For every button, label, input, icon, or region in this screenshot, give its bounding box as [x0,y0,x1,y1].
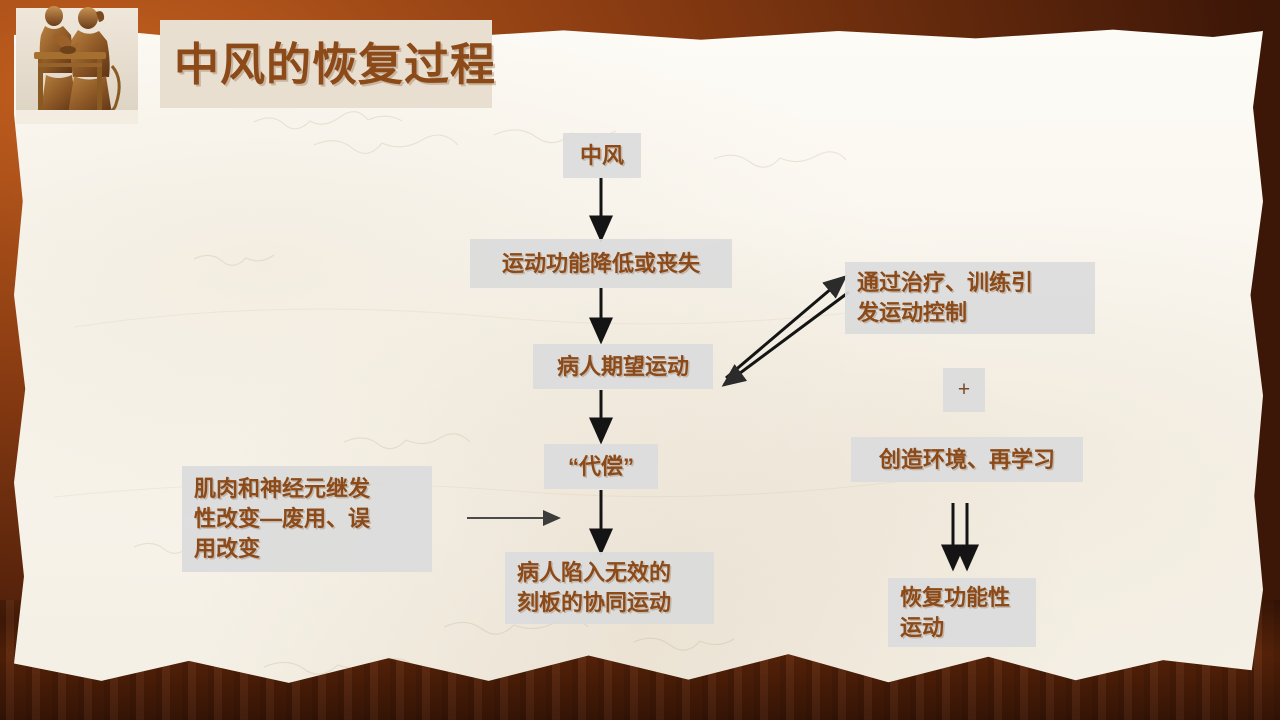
node-compensation[interactable]: “代偿” [544,444,658,489]
node-environment-relearning[interactable]: 创造环境、再学习 [851,437,1083,482]
node-stroke[interactable]: 中风 [563,133,641,178]
page-title: 中风的恢复过程 [174,37,497,91]
node-secondary-changes[interactable]: 肌肉和神经元继发 性改变—废用、误 用改变 [182,466,432,572]
node-recovery-function[interactable]: 恢复功能性 运动 [888,578,1036,647]
node-plus: + [943,368,985,412]
node-motor-loss[interactable]: 运动功能降低或丧失 [470,239,732,288]
node-patient-hope[interactable]: 病人期望运动 [533,344,713,389]
node-ineffective-synergy[interactable]: 病人陷入无效的 刻板的协同运动 [505,552,714,624]
bronze-statue-image [16,6,138,124]
slide-title-box: 中风的恢复过程 [160,20,495,108]
node-treatment-training[interactable]: 通过治疗、训练引 发运动控制 [845,262,1095,334]
